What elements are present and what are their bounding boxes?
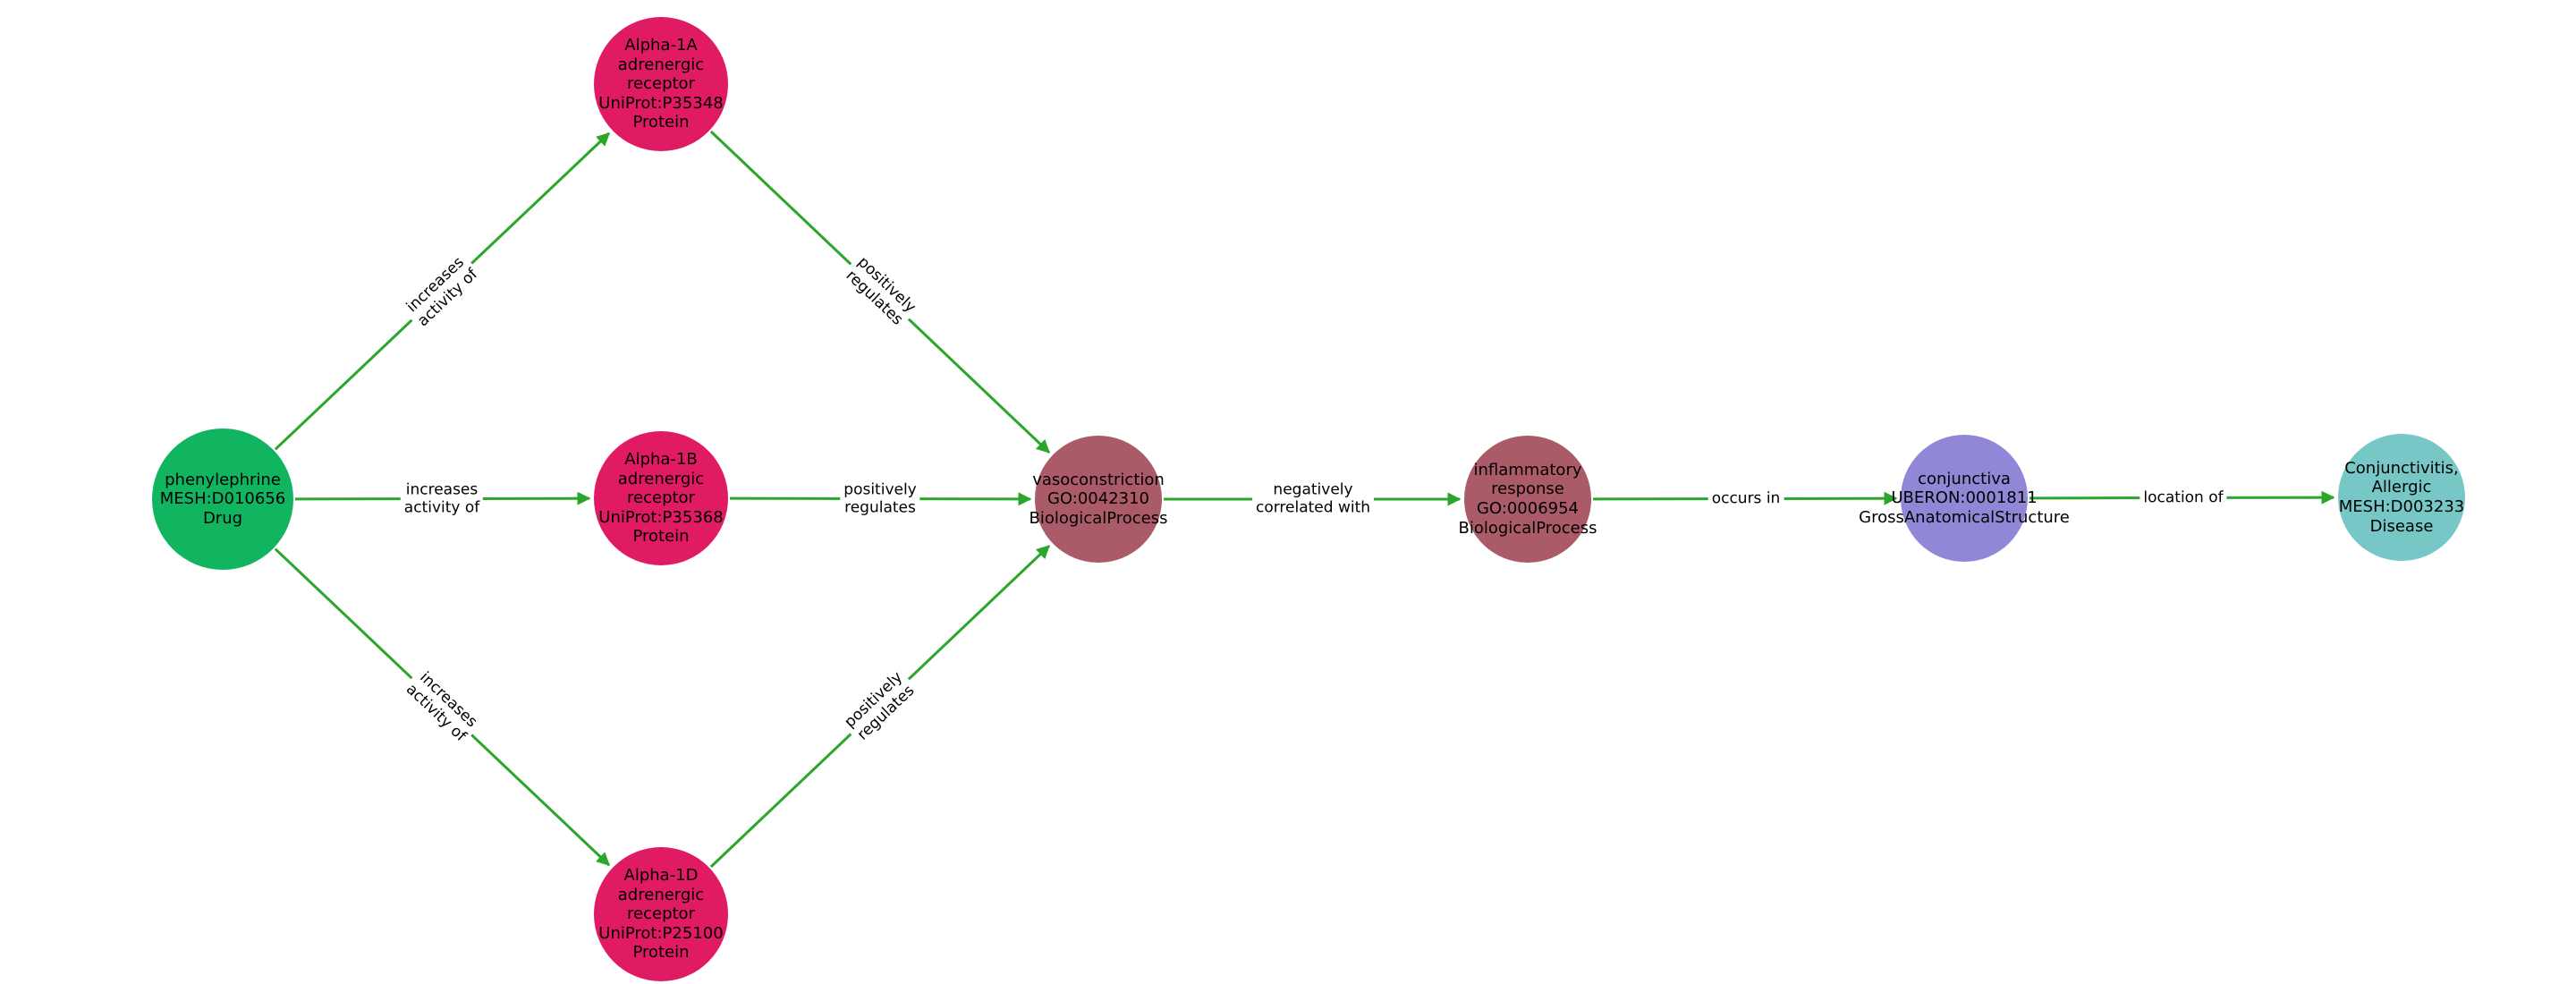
node-label-line: inflammatory [1473,460,1582,479]
edge-label-line: correlated with [1255,498,1371,516]
edge-label-line: positively [843,479,917,499]
node-label-line: BiologicalProcess [1029,508,1168,528]
node-label-line: receptor [627,904,695,924]
edge-label-line: increases [405,479,479,499]
node-label-line: receptor [627,74,695,94]
node-label-line: GO:0006954 [1476,499,1580,518]
node-label-line: Alpha-1D [623,866,699,886]
node-label-line: UBERON:0001811 [1891,488,2038,508]
edge-label-line: location of [2142,488,2224,506]
node-label-line: UniProt:P35368 [598,507,724,527]
edge-label-line: activity of [403,497,480,516]
edge-label-inflammatory-response-to-conjunctiva: occurs in [1707,488,1784,509]
node-label-line: response [1491,479,1564,499]
node-label-line: conjunctiva [1918,469,2011,488]
node-label-line: BiologicalProcess [1458,518,1597,538]
node-label-line: receptor [627,488,695,508]
node-label-line: Protein [632,943,690,963]
node-label-line: MESH:D003233 [2338,497,2465,516]
node-label-line: UniProt:P25100 [598,923,724,943]
node-label-line: Alpha-1A [624,36,698,55]
edge-label-line: occurs in [1711,488,1781,507]
node-label-line: GrossAnatomicalStructure [1859,507,2070,527]
node-label-line: Drug [202,508,243,528]
node-label-line: Protein [632,527,690,547]
edge-label-line: regulates [843,497,916,516]
edge-label-line: negatively [1273,480,1353,499]
node-label-line: vasoconstriction [1032,470,1165,489]
node-label-line: phenylephrine [165,470,281,489]
node-label-line: Alpha-1B [624,450,698,470]
node-label-line: adrenergic [617,55,705,74]
node-label-line: Disease [2369,516,2434,536]
node-label-line: GO:0042310 [1046,489,1150,509]
edge-label-conjunctiva-to-conjunctivitis-allergic: location of [2139,488,2227,508]
node-label-line: adrenergic [617,885,705,904]
node-label-line: Allergic [2371,478,2432,497]
node-label-line: Conjunctivitis, [2344,458,2459,478]
node-label-line: UniProt:P35348 [598,93,724,113]
node-label-line: Protein [632,113,690,132]
node-label-line: MESH:D010656 [159,489,286,509]
node-label-line: adrenergic [617,469,705,488]
